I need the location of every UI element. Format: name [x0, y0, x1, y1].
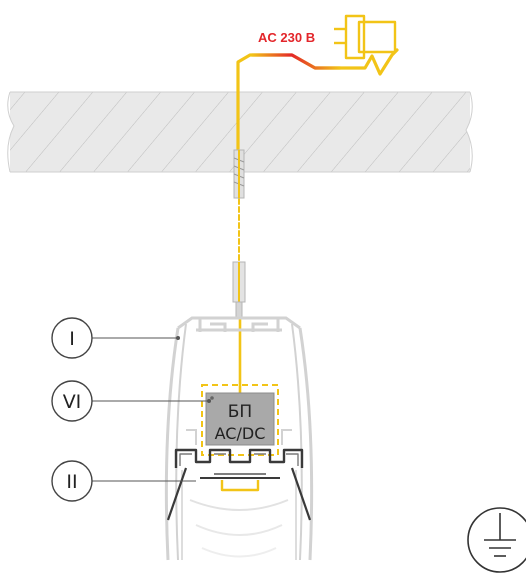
- ceiling-slab: [7, 91, 473, 173]
- power-label: AC 230 B: [258, 30, 315, 45]
- ground-icon: [467, 507, 526, 573]
- callout-two-label: II: [66, 471, 77, 493]
- callout-six-label: VI: [63, 391, 82, 413]
- suspension-coupling: [232, 261, 246, 319]
- ceiling-anchor: [233, 149, 245, 199]
- mounting-bracket: [166, 448, 312, 521]
- psu-label-line1: БП: [228, 402, 252, 422]
- callout-one: I: [51, 317, 180, 359]
- callout-two: II: [51, 460, 196, 502]
- callout-six: VI: [51, 380, 211, 422]
- luminaire-profile: [164, 316, 314, 561]
- power-supply: БП AC/DC: [201, 384, 279, 456]
- plug-icon: [334, 14, 397, 60]
- callout-one-label: I: [69, 328, 75, 350]
- psu-label-line2: AC/DC: [215, 424, 266, 443]
